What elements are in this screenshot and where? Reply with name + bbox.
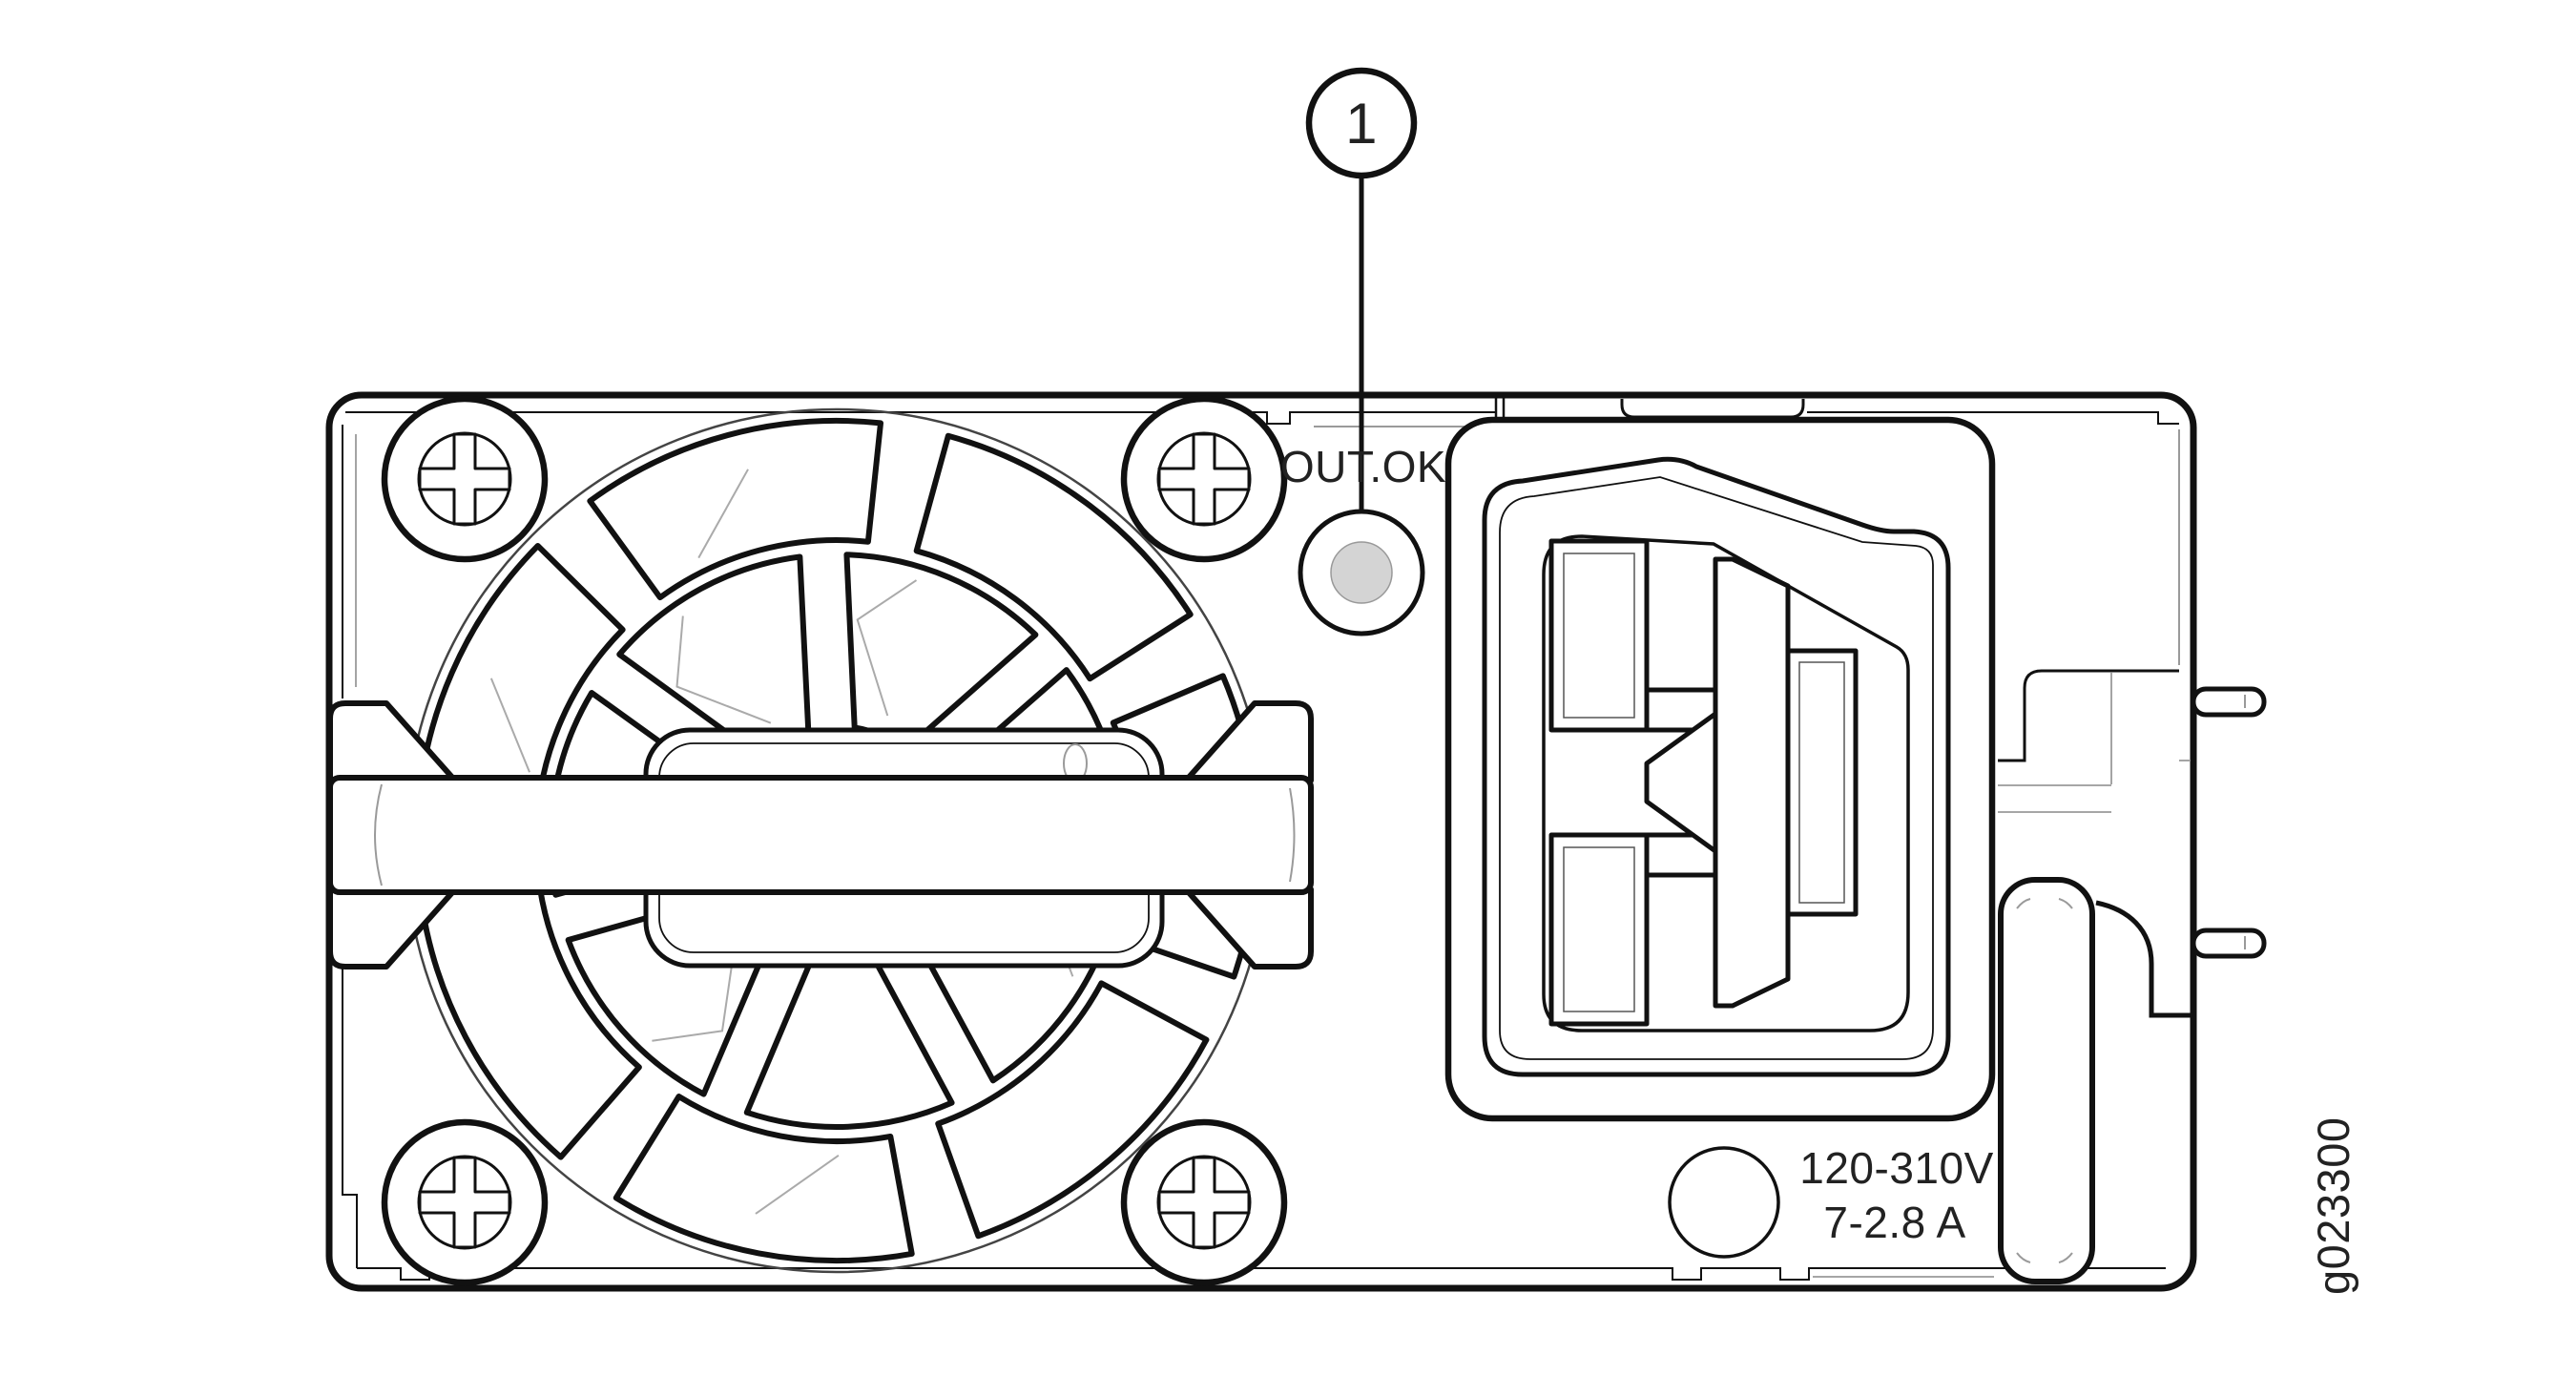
handle-bar: [327, 775, 1314, 895]
latch-cutout-curve: [2095, 900, 2191, 1018]
callout-number: 1: [1345, 92, 1378, 156]
top-inner-edge-right: [1807, 411, 2179, 425]
screw-top-left: [384, 399, 545, 559]
callout-group: [1305, 67, 1418, 571]
top-inner-edge: [345, 411, 1496, 425]
handle-bracket-left-top: [327, 700, 458, 783]
inlet-mid-contour: [1499, 476, 1934, 1060]
latch-shading-arcs: [2016, 898, 2073, 1263]
led-lens: [1330, 541, 1393, 604]
island-upper-left-block: [1548, 538, 1650, 733]
led-label: OUT.OK: [1280, 442, 1446, 491]
edge-shading-lines: [355, 426, 2180, 1278]
handle-bracket-left-bottom: [327, 886, 458, 970]
bottom-inner-edge: [357, 1267, 2166, 1281]
pocket-shading-lines: [1998, 673, 2191, 813]
handle-bracket-right-top: [1183, 700, 1314, 783]
chassis-pin-bottom: [2191, 928, 2267, 959]
island-lower-left-block: [1548, 832, 1650, 1027]
island-right-block: [1785, 648, 1859, 917]
figure-id-label: g023300: [2308, 1117, 2358, 1295]
current-rating-label: 7-2.8 A: [1823, 1198, 1965, 1247]
left-inner-edge: [342, 425, 358, 1268]
handle-shading-left: [374, 783, 383, 886]
handle-bracket-right-bottom: [1183, 886, 1314, 970]
finger-hole: [1668, 1146, 1780, 1259]
handle-shading-right: [1289, 787, 1296, 883]
ac-inlet: [1444, 416, 1996, 1122]
right-side-details: [1668, 669, 2267, 1284]
latch-pocket-step: [1998, 669, 2179, 762]
island-bevel-lines: [1563, 553, 1845, 1012]
chassis-pin-top: [2191, 686, 2267, 718]
handle: [327, 700, 1314, 970]
voltage-rating-label: 120-310V: [1799, 1143, 1994, 1193]
screw-bottom-left: [384, 1122, 545, 1282]
callout-circle: [1305, 67, 1418, 179]
island-center-column: [1713, 556, 1791, 1009]
output-ok-led: [1298, 509, 1425, 636]
inlet-body-outline: [1482, 456, 1951, 1077]
screw-top-right: [1124, 399, 1284, 559]
release-latch[interactable]: [1998, 877, 2095, 1284]
screw-bottom-right: [1124, 1122, 1284, 1282]
